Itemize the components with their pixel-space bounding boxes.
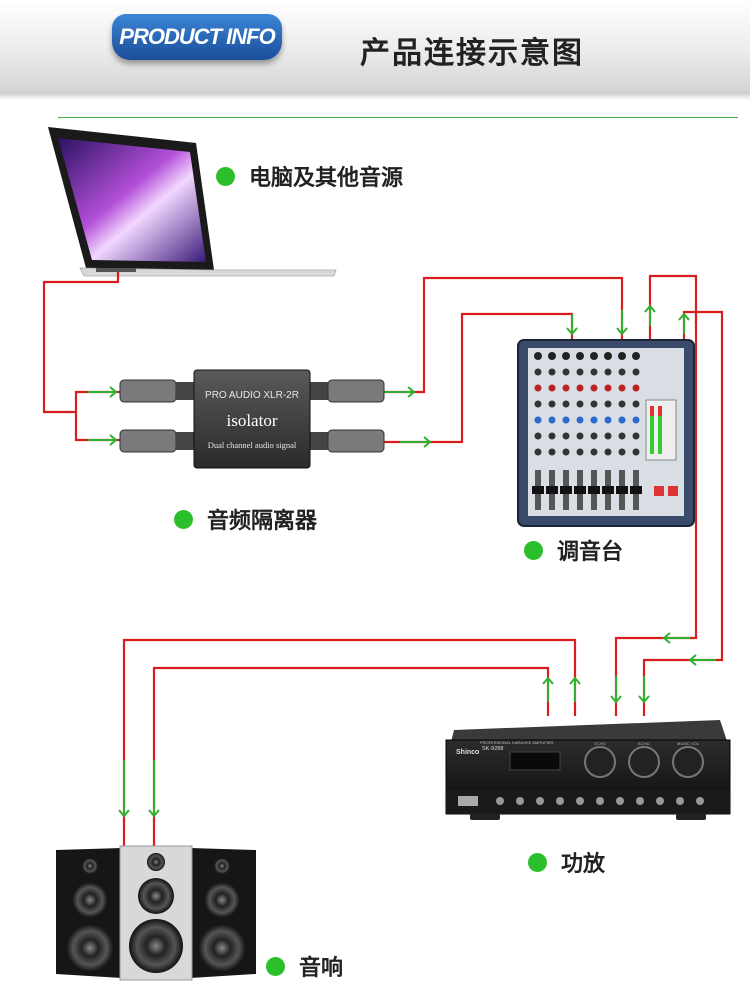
isolator-model: PRO AUDIO XLR-2R	[205, 390, 299, 401]
label-amplifier-text: 功放	[561, 852, 606, 877]
label-computer: 电脑及其他音源	[216, 160, 403, 192]
isolator-name: isolator	[227, 411, 278, 430]
signal-arrows	[88, 304, 716, 818]
label-speakers-text: 音响	[299, 956, 344, 981]
bullet-dot	[266, 956, 285, 976]
amp-subtitle: PROFESSIONAL KARAOKE AMPLIFIER	[480, 740, 554, 745]
amplifier-device-icon	[445, 720, 731, 820]
amp-knob-2-label: ECHO	[638, 741, 650, 746]
amp-brand: Shinco	[456, 749, 479, 756]
product-info-label: PRODUCT INFO	[119, 24, 275, 49]
product-info-tab: PRODUCT INFO	[112, 14, 282, 60]
label-isolator: 音频隔离器	[174, 503, 317, 535]
label-isolator-text: 音频隔离器	[207, 509, 318, 534]
label-mixer: 调音台	[524, 534, 623, 566]
mixer-device-icon	[517, 339, 695, 527]
speakers-icon	[56, 845, 256, 981]
page-title: 产品连接示意图	[360, 36, 584, 71]
isolator-device-icon	[119, 369, 385, 469]
header-shadow	[0, 92, 750, 100]
label-speakers: 音响	[266, 950, 343, 982]
label-mixer-text: 调音台	[557, 540, 624, 565]
label-computer-text: 电脑及其他音源	[249, 166, 404, 191]
isolator-desc: Dual channel audio signal	[208, 440, 297, 450]
bullet-dot	[216, 166, 235, 186]
amp-knob-3-label: MUSIC VOL	[677, 741, 700, 746]
amp-knob-1-label: ECHO	[594, 741, 606, 746]
label-amplifier: 功放	[528, 846, 605, 878]
divider	[58, 117, 738, 118]
bullet-dot	[528, 852, 547, 872]
laptop-icon	[48, 127, 337, 277]
amp-model: SK-9288	[482, 746, 503, 752]
bullet-dot	[524, 540, 543, 560]
bullet-dot	[174, 509, 193, 529]
